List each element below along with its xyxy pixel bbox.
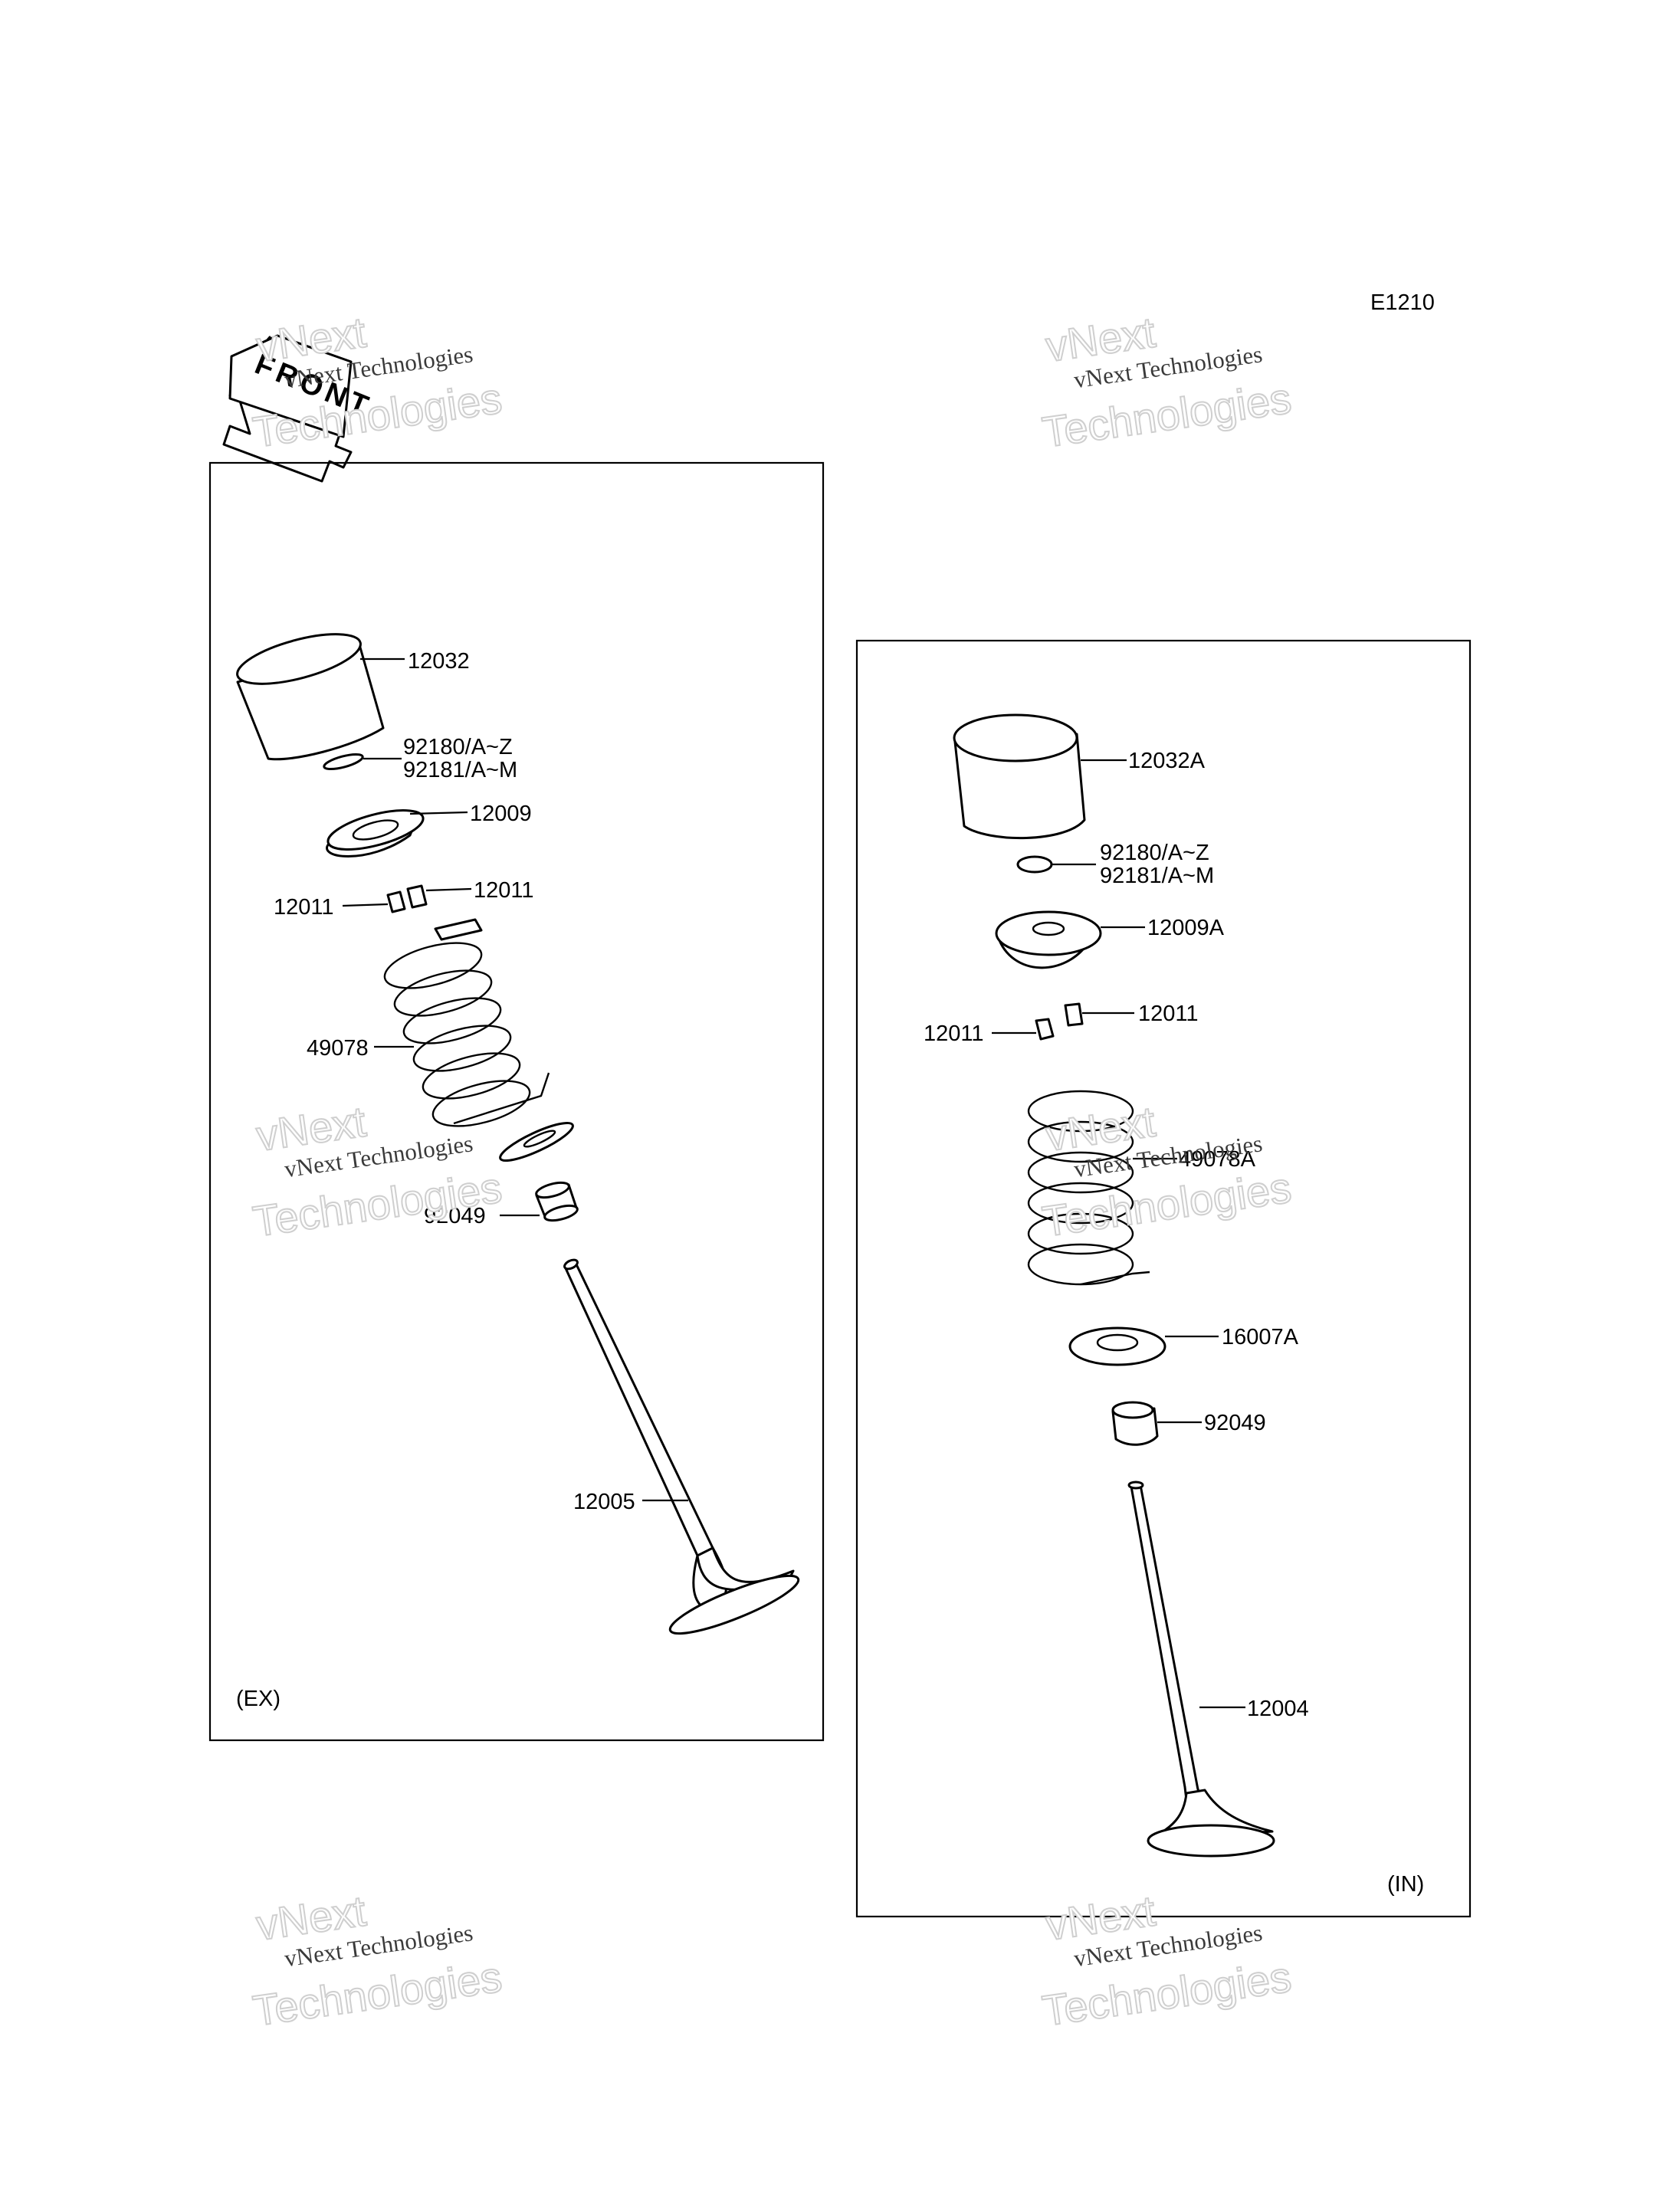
ex-valve-label: 12005 <box>573 1490 635 1514</box>
ex-tappet-label: 12032 <box>408 649 470 674</box>
intake-panel-label: (IN) <box>1387 1872 1424 1897</box>
in-spring-seat-label: 16007A <box>1222 1325 1299 1349</box>
ex-retainer <box>326 809 425 857</box>
diagram-code: E1210 <box>1370 290 1435 315</box>
in-valve-label: 12004 <box>1247 1697 1309 1721</box>
svg-text:vNext: vNext <box>1043 1097 1159 1159</box>
in-spring <box>1027 1090 1150 1286</box>
ex-tappet <box>236 633 385 761</box>
in-cotters <box>1035 1002 1084 1041</box>
ex-spring-seat <box>499 1121 574 1162</box>
in-cotter-right-label: 12011 <box>1138 1002 1199 1026</box>
ex-valve <box>563 1258 800 1635</box>
in-shim <box>1016 855 1053 874</box>
ex-cotter-right-label: 12011 <box>474 878 534 903</box>
watermark-top-right: vNext Technologies vNext Technologies <box>1039 307 1294 457</box>
exhaust-panel-label: (EX) <box>236 1687 281 1711</box>
ex-cotters <box>386 884 428 913</box>
in-spring-label: 49078A <box>1179 1147 1256 1172</box>
in-spring-seat <box>1068 1326 1166 1366</box>
ex-shim <box>323 753 364 771</box>
in-shim-label-a: 92180/A~Z <box>1100 841 1209 865</box>
in-tappet <box>953 713 1086 840</box>
in-shim-label-b: 92181/A~M <box>1100 864 1214 888</box>
watermark-bottom-left: vNext Technologies vNext Technologies <box>249 1885 505 2035</box>
exhaust-panel-border <box>208 461 825 1742</box>
in-tappet-label: 12032A <box>1128 749 1206 773</box>
in-seal <box>1111 1401 1159 1446</box>
ex-seal <box>535 1181 579 1222</box>
intake-panel-border <box>855 639 1472 1918</box>
ex-spring-label: 49078 <box>307 1036 369 1061</box>
in-retainer <box>995 910 1102 969</box>
ex-shim-label-a: 92180/A~Z <box>403 735 513 759</box>
in-valve <box>1127 1481 1275 1858</box>
ex-shim-label-b: 92181/A~M <box>403 758 517 782</box>
ex-retainer-label: 12009 <box>470 802 532 826</box>
in-seal-label: 92049 <box>1204 1411 1266 1435</box>
ex-spring <box>383 918 550 1127</box>
ex-seal-label: 92049 <box>424 1204 486 1228</box>
watermark-bottom-right: vNext Technologies vNext Technologies <box>1039 1885 1294 2035</box>
ex-cotter-left-label: 12011 <box>274 895 334 920</box>
in-cotter-left-label: 12011 <box>924 1021 984 1046</box>
in-retainer-label: 12009A <box>1147 916 1225 940</box>
